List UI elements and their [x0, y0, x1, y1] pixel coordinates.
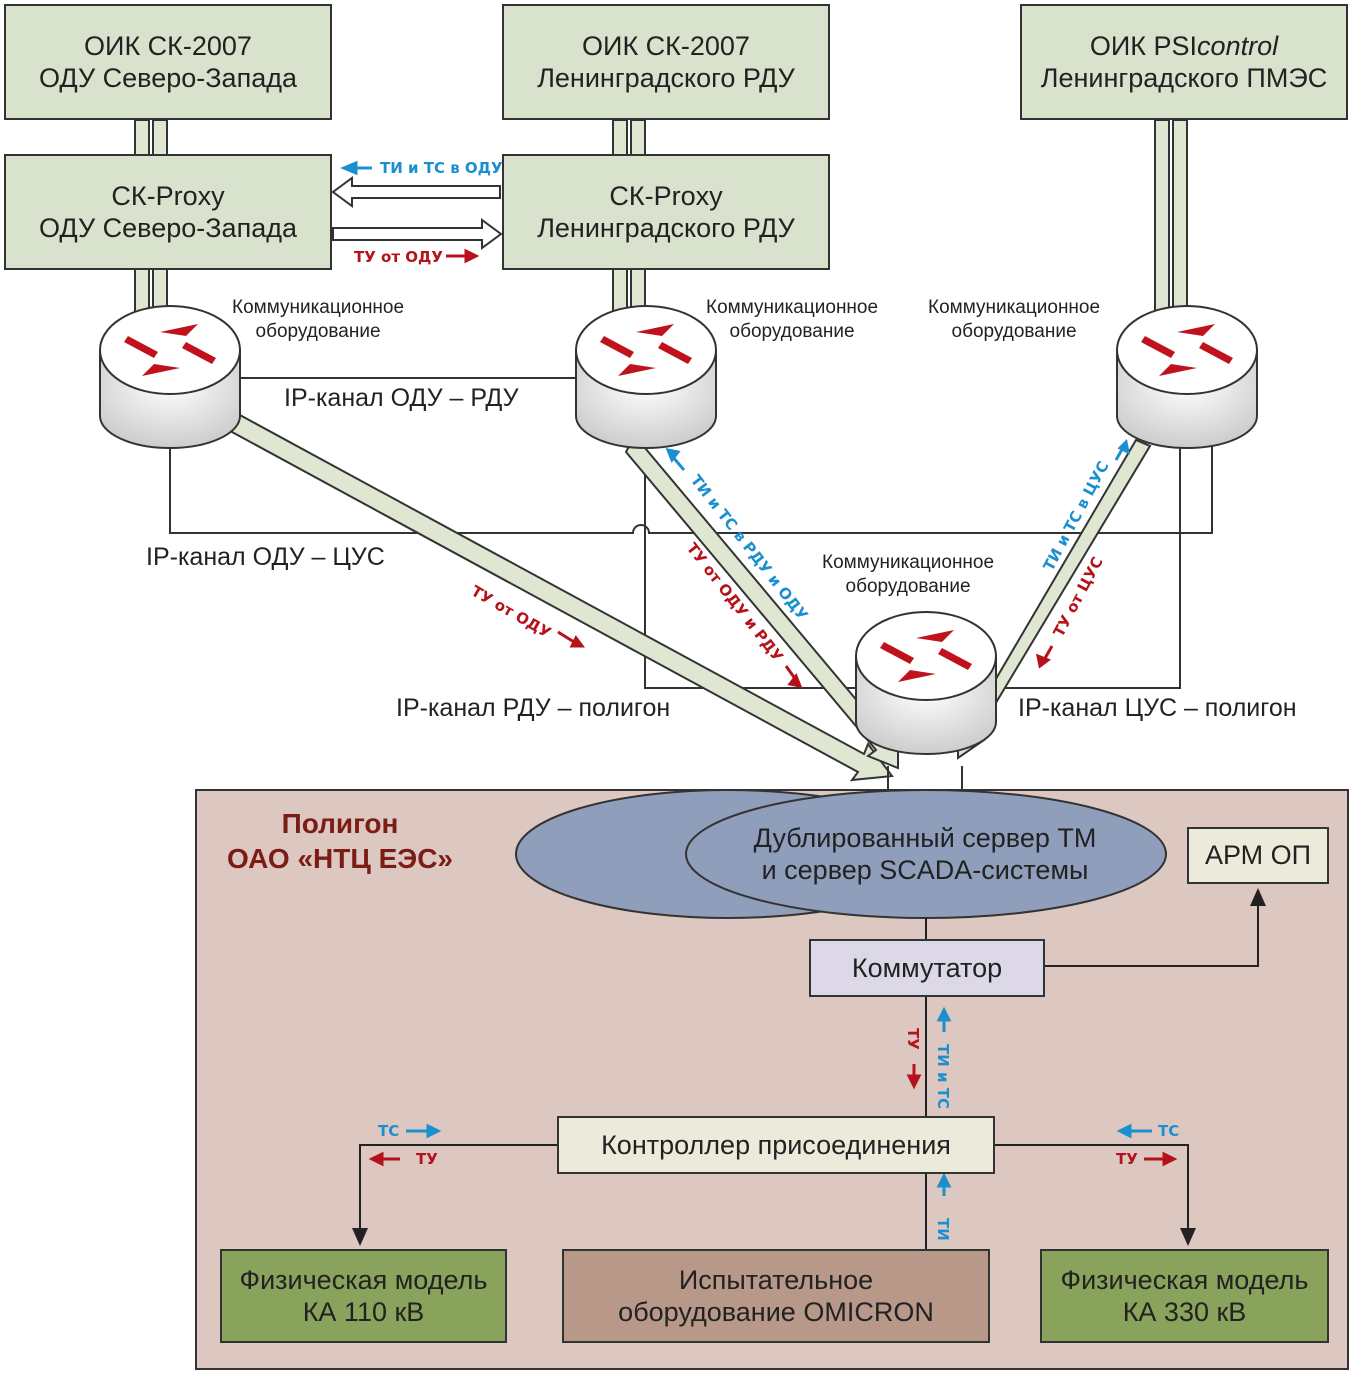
- oik-rdu-line2: Ленинградского РДУ: [537, 63, 795, 93]
- model-110-line2: КА 110 кВ: [302, 1297, 425, 1327]
- label-ts-right: ТС: [1158, 1122, 1180, 1140]
- label-tu-left: ТУ: [416, 1150, 438, 1168]
- omicron-line1: Испытательное: [678, 1264, 874, 1295]
- router-odu: [99, 305, 241, 449]
- proxy-odu-box: СК-Proxy ОДУ Северо-Запада: [4, 154, 332, 270]
- model-330-line1: Физическая модель: [1060, 1264, 1309, 1295]
- oik-pmes-italic: control: [1197, 30, 1279, 61]
- arm-op-label: АРМ ОП: [1204, 840, 1312, 871]
- proxy-odu-line1: СК-Proxy: [111, 180, 225, 211]
- label-tu-right: ТУ: [1116, 1150, 1138, 1168]
- oik-pmes-line1: ОИК PSIcontrol: [1089, 30, 1279, 61]
- omicron-line2: оборудование OMICRON: [618, 1297, 934, 1327]
- oik-odu-box: ОИК СК-2007 ОДУ Северо-Запада: [4, 4, 332, 120]
- proxy-rdu-line1: СК-Proxy: [609, 180, 723, 211]
- label-tu-vertical: ТУ: [904, 1028, 922, 1050]
- oik-rdu-box: ОИК СК-2007 Ленинградского РДУ: [502, 4, 830, 120]
- controller-box: Контроллер присоединения: [557, 1116, 995, 1174]
- router-polygon: [855, 611, 997, 755]
- label-ts-left: ТС: [378, 1122, 400, 1140]
- diagonal-pipes: [220, 412, 1152, 782]
- switch-box: Коммутатор: [809, 939, 1045, 997]
- ip-channel-lines: [169, 377, 1213, 689]
- channel-cus-polygon: IP-канал ЦУС – полигон: [1018, 694, 1297, 722]
- oik-pmes-box: ОИК PSIcontrol Ленинградского ПМЭС: [1020, 4, 1348, 120]
- omicron-box: Испытательное оборудование OMICRON: [562, 1249, 990, 1343]
- signal-arrows: [340, 160, 1178, 1196]
- channel-odu-rdu: IP-канал ОДУ – РДУ: [284, 384, 519, 412]
- model-110-box: Физическая модель КА 110 кВ: [220, 1249, 507, 1343]
- model-330-box: Физическая модель КА 330 кВ: [1040, 1249, 1329, 1343]
- label-ti-ts-vertical: ТИ и ТС: [934, 1044, 952, 1109]
- model-330-line2: КА 330 кВ: [1122, 1297, 1247, 1327]
- proxy-rdu-box: СК-Proxy Ленинградского РДУ: [502, 154, 830, 270]
- router-rdu: [575, 305, 717, 449]
- proxy-link-arrows: [331, 176, 503, 250]
- model-110-line1: Физическая модель: [239, 1264, 488, 1295]
- label-ti-ts-odu: ТИ и ТС в ОДУ: [380, 159, 503, 177]
- channel-rdu-polygon: IP-канал РДУ – полигон: [396, 694, 671, 722]
- arm-op-box: АРМ ОП: [1187, 827, 1329, 884]
- switch-label: Коммутатор: [851, 952, 1003, 983]
- proxy-rdu-line2: Ленинградского РДУ: [537, 213, 795, 243]
- server-ellipses: [515, 789, 1167, 919]
- oik-rdu-line1: ОИК СК-2007: [582, 30, 750, 61]
- polygon-lines: [352, 888, 1266, 1250]
- routers: [99, 305, 1258, 755]
- proxy-odu-line2: ОДУ Северо-Запада: [39, 213, 297, 243]
- controller-label: Контроллер присоединения: [601, 1129, 951, 1160]
- label-ti-vertical: ТИ: [934, 1218, 952, 1241]
- oik-odu-line2: ОДУ Северо-Запада: [39, 63, 297, 93]
- router-pmes: [1116, 305, 1258, 449]
- channel-odu-cus: IP-канал ОДУ – ЦУС: [146, 543, 385, 571]
- oik-pmes-line2: Ленинградского ПМЭС: [1040, 63, 1328, 93]
- oik-odu-line1: ОИК СК-2007: [84, 30, 252, 61]
- label-tu-from-odu: ТУ от ОДУ: [354, 248, 443, 266]
